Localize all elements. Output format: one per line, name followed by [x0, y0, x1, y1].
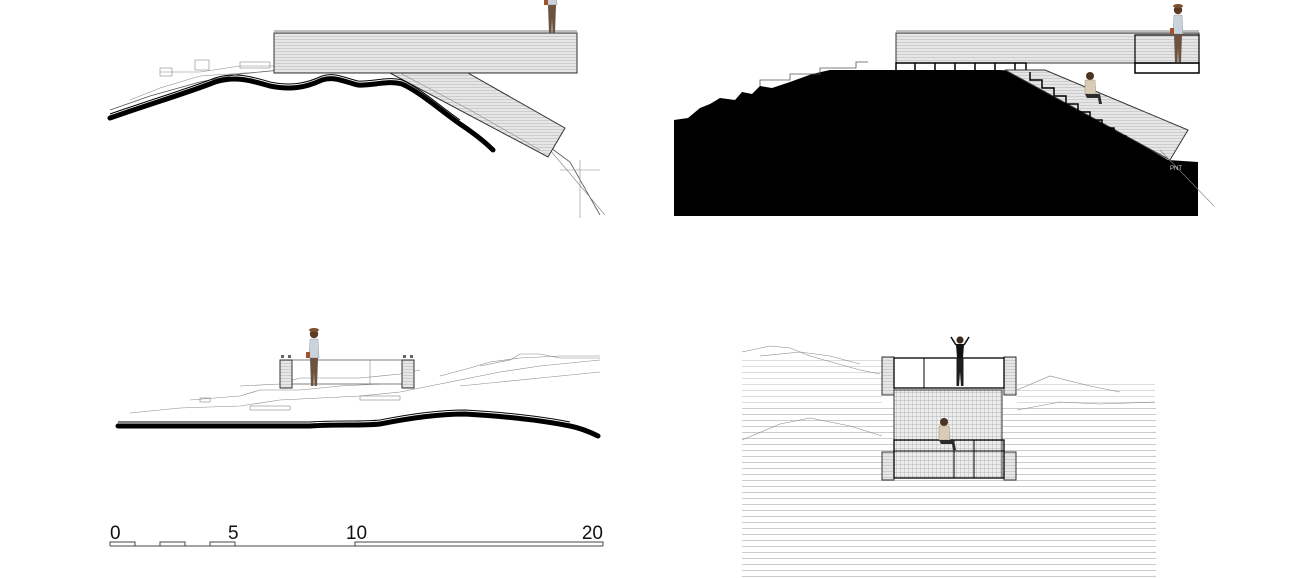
background-contours [129, 359, 601, 414]
ground-line [115, 411, 601, 439]
section-tag: PNT [1170, 166, 1182, 172]
person-standing [543, 0, 558, 34]
pier-left [279, 359, 293, 389]
scale-tick-label: 5 [228, 523, 239, 544]
elevation-d [741, 335, 1156, 577]
stair-run [1004, 69, 1189, 161]
pier-right [1003, 356, 1017, 396]
ground-line [107, 76, 496, 153]
elevation-c [115, 327, 601, 439]
scale-tick-label: 0 [110, 523, 121, 544]
scale-bar: 0 5 10 20 [109, 523, 604, 547]
pier-left [881, 356, 895, 396]
pier-right [401, 359, 415, 389]
earth-mass [674, 70, 1198, 216]
scale-tick-label: 10 [346, 523, 367, 544]
ramp [389, 72, 566, 158]
person-standing [305, 327, 320, 387]
deck-slab [895, 32, 1200, 64]
top-railing [893, 357, 1005, 389]
section-b-stairs: PNT [674, 3, 1215, 216]
scale-tick-label: 20 [582, 523, 603, 544]
deck-slab [273, 32, 578, 74]
stair-steps [1029, 72, 1162, 159]
section-a-ramp [107, 0, 606, 218]
